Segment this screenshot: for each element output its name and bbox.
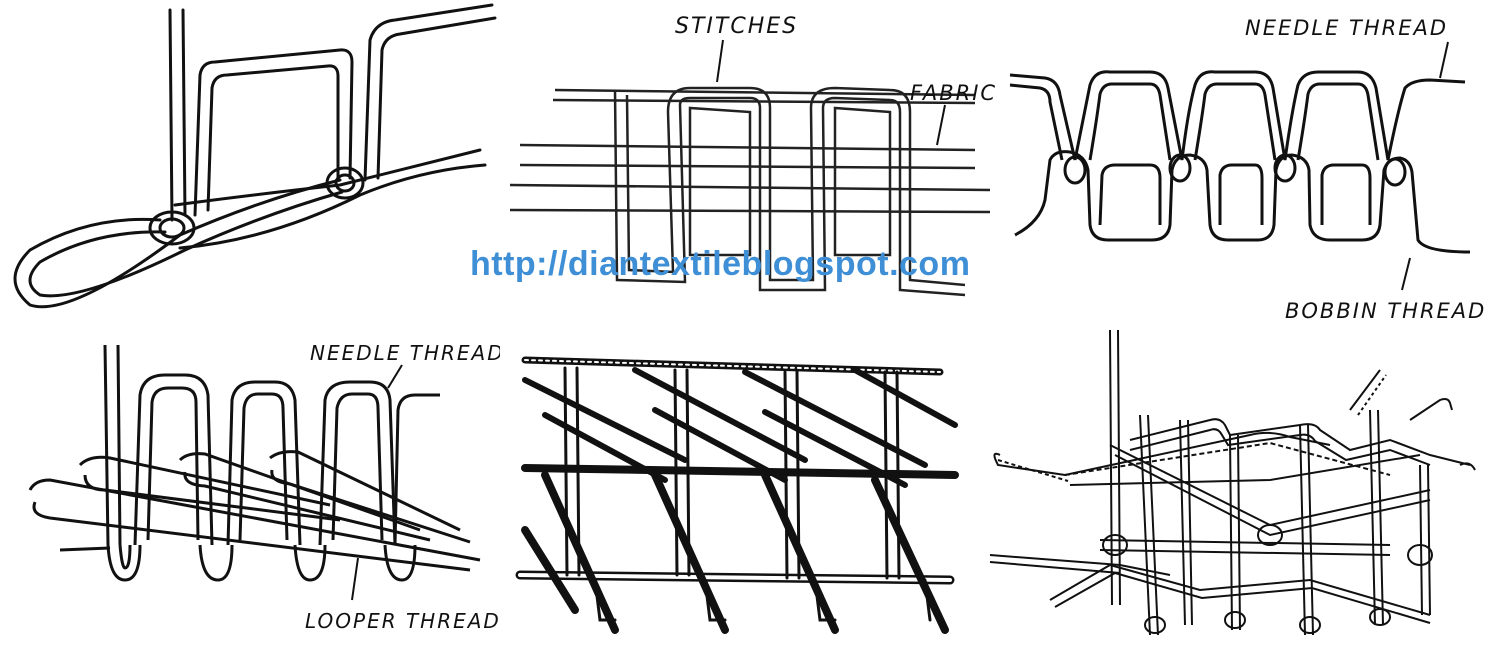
fabric-arrow: [936, 104, 946, 146]
stitches-fabric-drawing: STITCHES FABRIC: [509, 14, 995, 297]
3d-stitch-drawing: [989, 329, 1476, 636]
chainstitch-drawing: NEEDLE THREAD LOOPER THREAD: [28, 341, 500, 633]
chain-loop-drawing: [13, 3, 497, 309]
watermark-url: http://diantextileblogspot.com: [470, 245, 971, 283]
needle-thread-label-2: NEEDLE THREAD: [310, 341, 500, 365]
panel-chainstitch: NEEDLE THREAD LOOPER THREAD: [0, 330, 500, 651]
stitches-label: STITCHES: [675, 14, 798, 39]
needle-thread-arrow-2: [387, 364, 403, 389]
panel-coverstitch: [505, 330, 965, 651]
looper-thread-arrow: [351, 557, 359, 601]
coverstitch-drawing: [515, 356, 959, 634]
fabric-label: FABRIC: [910, 81, 995, 105]
lockstitch-drawing: NEEDLE THREAD BOBBIN THREAD: [1009, 16, 1486, 323]
needle-thread-label: NEEDLE THREAD: [1245, 16, 1448, 40]
stitches-arrow: [716, 39, 724, 83]
panel-stitches-fabric: STITCHES FABRIC: [505, 0, 995, 325]
panel-lockstitch: NEEDLE THREAD BOBBIN THREAD: [1000, 0, 1503, 330]
bobbin-thread-arrow: [1401, 257, 1411, 291]
needle-thread-arrow: [1439, 41, 1449, 79]
bobbin-thread-label: BOBBIN THREAD: [1285, 299, 1486, 323]
panel-3d-stitch: [970, 325, 1503, 651]
looper-thread-label: LOOPER THREAD: [305, 609, 500, 633]
panel-chain-loop: [0, 0, 500, 325]
